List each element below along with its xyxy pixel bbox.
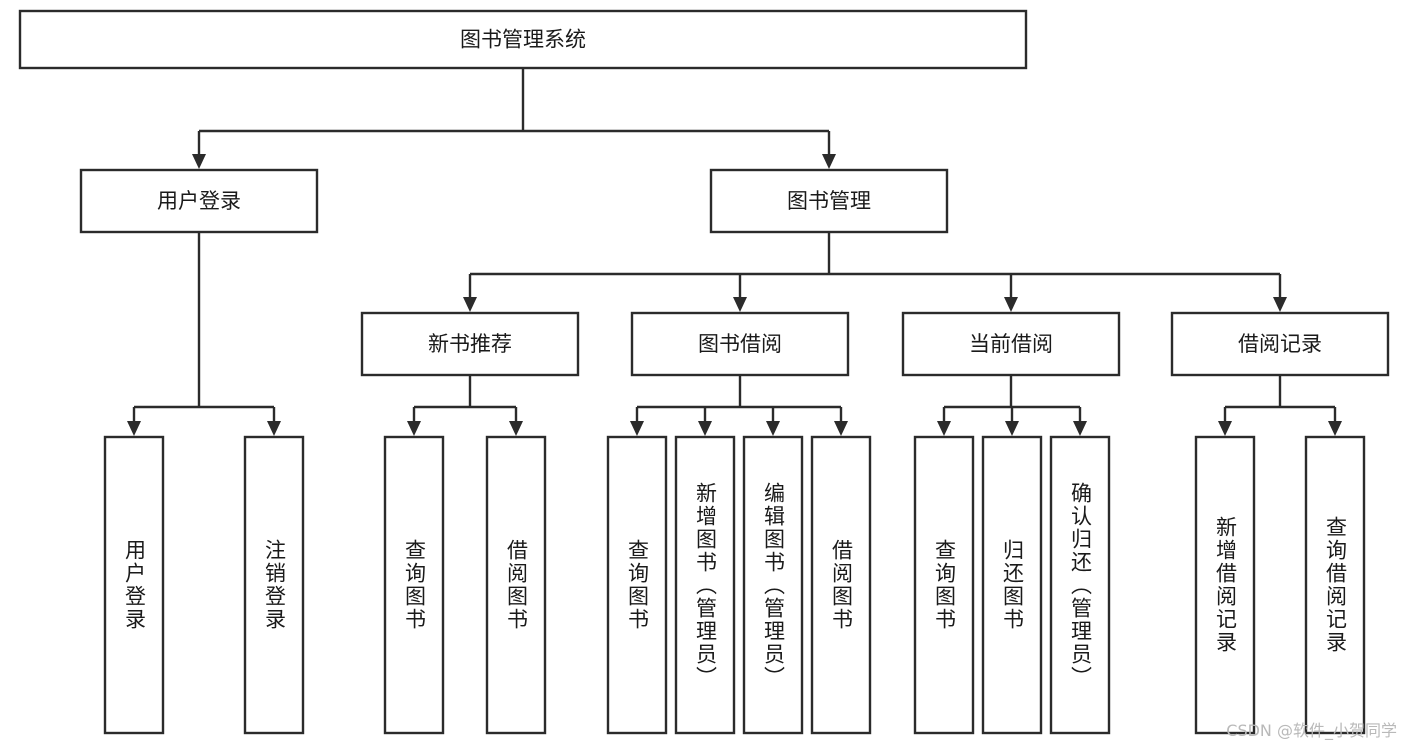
node-leaf-return-book[interactable] [981, 435, 1043, 735]
node-book-management-label: 图书管理 [787, 189, 871, 213]
watermark-text: CSDN @软件_小贺同学 [1226, 721, 1397, 740]
node-new-book-recommend-label: 新书推荐 [428, 332, 512, 356]
node-leaf-query-book-rec[interactable] [383, 435, 445, 735]
node-leaf-add-book[interactable] [674, 435, 736, 735]
node-book-borrow-label: 图书借阅 [698, 332, 782, 356]
node-root-label: 图书管理系统 [460, 28, 586, 52]
node-leaf-query-book-current[interactable] [913, 435, 975, 735]
node-user-login-label: 用户登录 [157, 189, 241, 213]
node-root[interactable] [18, 9, 1028, 70]
connector-lines [127, 68, 1342, 436]
node-leaf-query-book-borrow[interactable] [606, 435, 668, 735]
node-leaf-logout[interactable] [243, 435, 305, 735]
node-borrow-record-label: 借阅记录 [1238, 332, 1322, 356]
node-new-book-recommend[interactable] [360, 311, 580, 377]
node-leaf-query-borrow-record[interactable] [1304, 435, 1366, 735]
node-current-borrow[interactable] [901, 311, 1121, 377]
node-book-management[interactable] [709, 168, 949, 234]
node-current-borrow-label: 当前借阅 [969, 332, 1053, 356]
node-book-borrow[interactable] [630, 311, 850, 377]
node-boxes [18, 9, 1390, 735]
node-user-login[interactable] [79, 168, 319, 234]
node-leaf-borrow-book[interactable] [810, 435, 872, 735]
node-leaf-borrow-book-rec[interactable] [485, 435, 547, 735]
node-leaf-add-borrow-record[interactable] [1194, 435, 1256, 735]
node-leaf-confirm-return[interactable] [1049, 435, 1111, 735]
node-borrow-record[interactable] [1170, 311, 1390, 377]
node-leaf-user-login[interactable] [103, 435, 165, 735]
node-leaf-edit-book[interactable] [742, 435, 804, 735]
